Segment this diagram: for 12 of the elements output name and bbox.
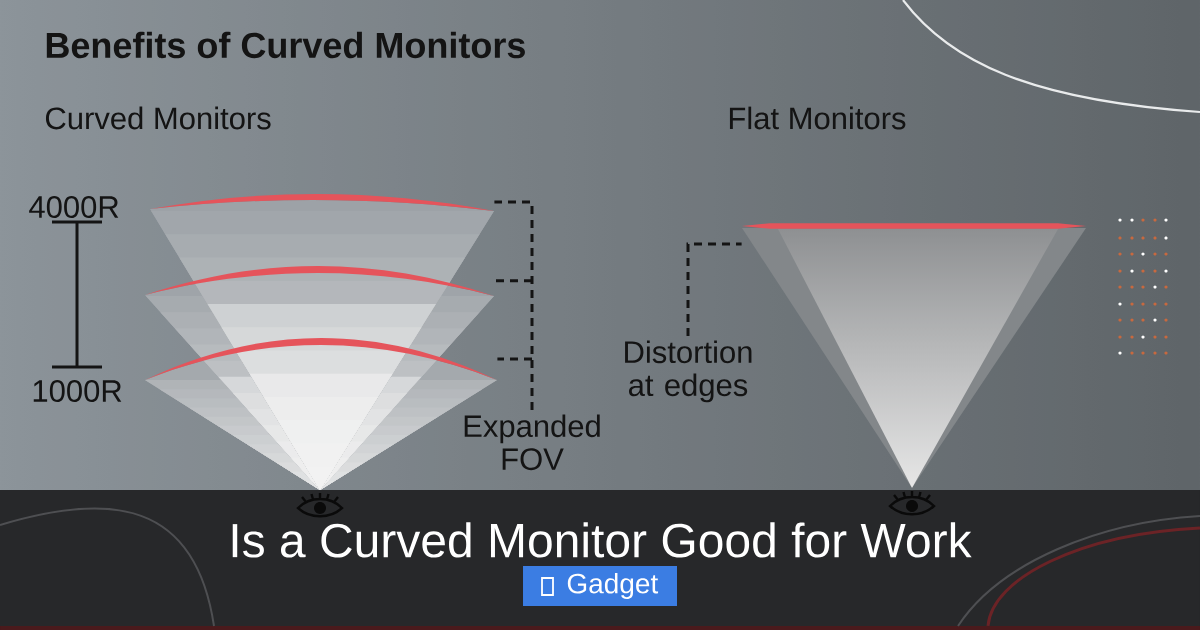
annotation-text: Distortion at edges [625, 340, 752, 403]
curved-screen [150, 194, 494, 211]
curved-screen [145, 338, 497, 380]
leader-line [686, 242, 742, 336]
leader-line [494, 279, 532, 283]
radius-label: 4000R [29, 196, 119, 218]
banner-title: Is a Curved Monitor Good for Work [232, 522, 972, 558]
diagram-title: Benefits of Curved Monitors [46, 31, 525, 59]
category-tag: Gadget [523, 566, 677, 606]
leader-line [494, 200, 534, 410]
leader-line [497, 357, 532, 361]
annotation-text: Expanded FOV [464, 414, 600, 471]
